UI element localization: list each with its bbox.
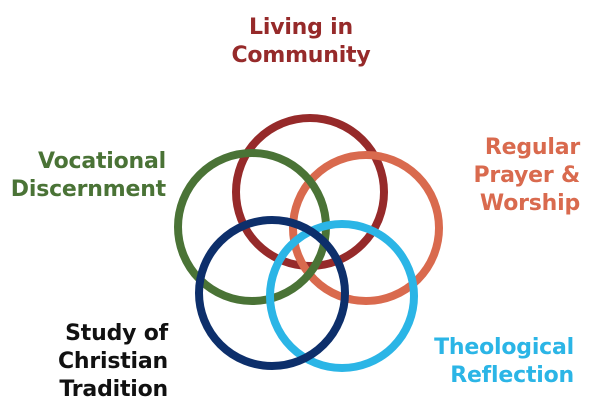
- label-line: Regular: [484, 135, 580, 160]
- label-line: Study of: [65, 321, 168, 346]
- ring-theological: [266, 220, 418, 372]
- ring-prayer: [289, 151, 443, 305]
- label-line: Living in: [249, 15, 353, 40]
- label-line: Christian: [57, 349, 168, 374]
- label-line: Community: [231, 43, 371, 68]
- label-vocational-discernment: Vocational Discernment: [8, 148, 166, 204]
- label-line: Prayer &: [473, 163, 581, 188]
- ring-study: [195, 216, 349, 370]
- label-line: Tradition: [59, 377, 168, 402]
- ring-community: [232, 114, 388, 270]
- label-line: Reflection: [450, 363, 574, 388]
- label-line: Theological: [434, 335, 574, 360]
- label-regular-prayer-worship: Regular Prayer & Worship: [452, 134, 581, 218]
- label-line: Vocational: [37, 149, 166, 174]
- label-theological-reflection: Theological Reflection: [420, 334, 574, 390]
- label-line: Worship: [479, 191, 580, 216]
- label-line: Discernment: [10, 177, 166, 202]
- label-living-in-community: Living in Community: [206, 14, 396, 70]
- label-study-of-christian-tradition: Study of Christian Tradition: [40, 320, 168, 404]
